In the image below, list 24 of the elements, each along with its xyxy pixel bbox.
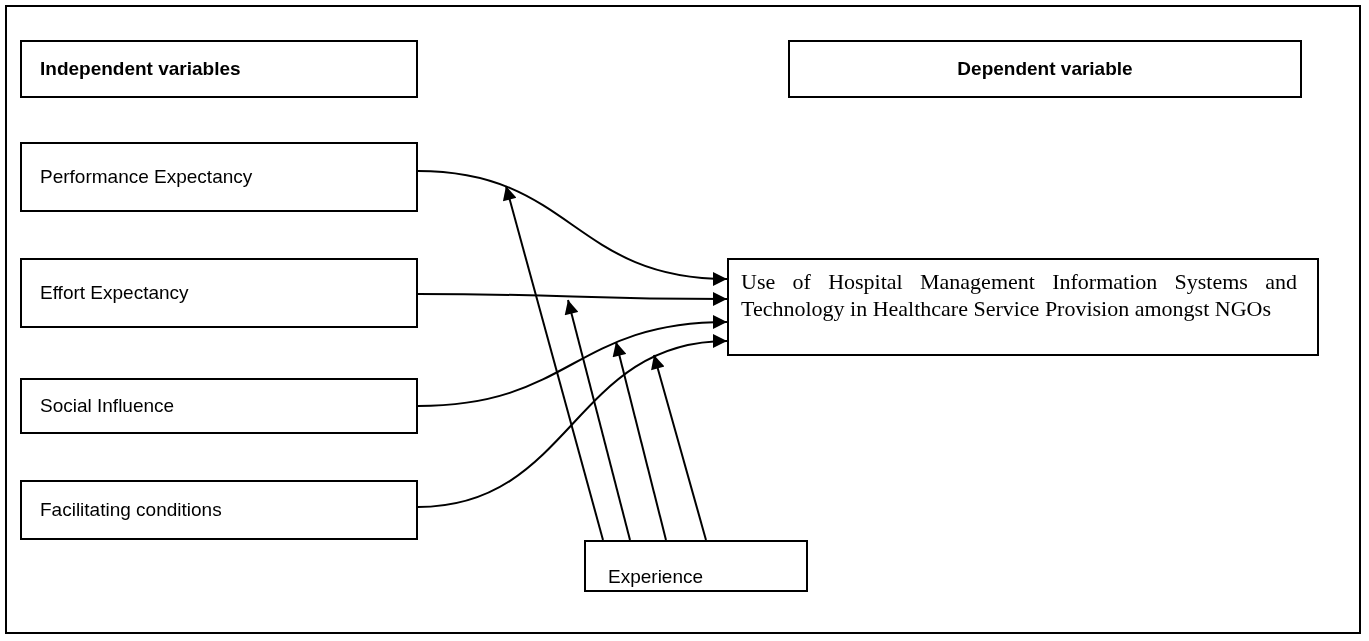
arrow <box>651 354 707 541</box>
variable-box <box>20 258 418 328</box>
variable-box <box>20 480 418 540</box>
arrow <box>417 291 728 306</box>
column-heading: Independent variables <box>40 58 241 80</box>
header-box <box>788 40 1302 98</box>
arrow <box>564 299 631 541</box>
variable-label: Experience <box>608 566 704 588</box>
arrow <box>417 315 728 407</box>
outcome-label: Use of Hospital Management Information Systems and Technology in Healthcare Service Provision amongst NGOs <box>741 268 1297 322</box>
arrow <box>612 341 667 541</box>
variable-label: Effort Expectancy <box>40 282 189 304</box>
outcome-box <box>727 258 1319 356</box>
variable-box <box>20 142 418 212</box>
arrow <box>417 335 728 508</box>
column-heading: Dependent variable <box>957 58 1133 80</box>
variable-box <box>20 378 418 434</box>
variable-label: Social Influence <box>40 395 175 417</box>
variable-box <box>584 540 808 592</box>
arrow <box>502 185 604 541</box>
variable-label: Facilitating conditions <box>40 499 222 521</box>
header-box <box>20 40 418 98</box>
arrow <box>417 170 728 286</box>
variable-label: Performance Expectancy <box>40 166 253 188</box>
